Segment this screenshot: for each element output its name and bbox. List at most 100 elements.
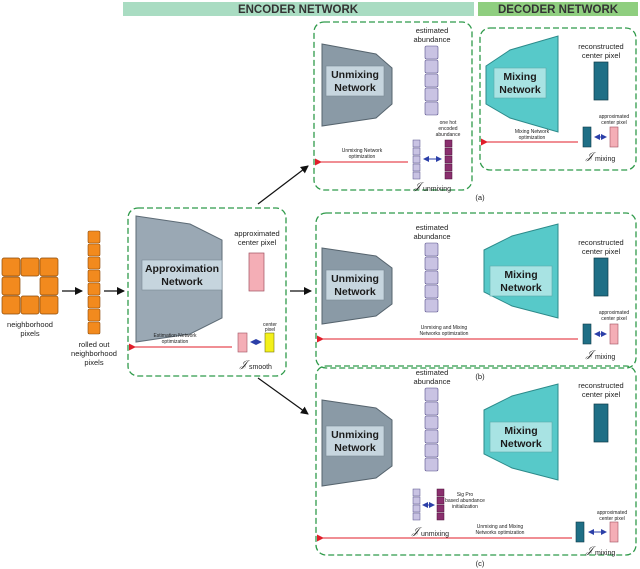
panel-b-unmixing-title-1: Unmixing bbox=[331, 273, 379, 285]
panel-c-sigpro-label-3: initialization bbox=[452, 504, 478, 510]
panel-c-unmixing-title-1: Unmixing bbox=[331, 429, 379, 441]
panel-c-unmixing-label-box bbox=[325, 425, 385, 457]
panel-b-estimated-label-2: abundance bbox=[413, 232, 450, 241]
panel-c-sigpro-column bbox=[436, 488, 445, 521]
panel-c-sigpro-label-1: Sig Pro bbox=[457, 492, 474, 498]
smooth-loss-sub: smooth bbox=[249, 364, 272, 371]
encoder-header-bar bbox=[123, 2, 474, 16]
panel-c-sigpro-label-2: based abundance bbox=[445, 498, 485, 504]
panel-b-recon-small bbox=[582, 323, 592, 345]
panel-c-approx-label-1: approximated bbox=[597, 510, 628, 516]
smooth-pink-pixel bbox=[237, 332, 248, 353]
panel-a-estimated-label-2: abundance bbox=[413, 35, 450, 44]
rolled-label-1: rolled out bbox=[79, 340, 111, 349]
panel-a-unmix-loss-sub: unmixing bbox=[423, 186, 451, 193]
panel-b-abundance-column bbox=[424, 242, 439, 313]
panel-b-unmixing-label-box bbox=[325, 269, 385, 301]
arrow-to-panel-a bbox=[257, 165, 309, 205]
panel-a-encoder-box bbox=[313, 21, 473, 191]
smooth-loss-symbol: 𝒥 bbox=[239, 359, 251, 370]
panel-c-small-abundance bbox=[412, 488, 421, 521]
panel-b-loss-sub: mixing bbox=[595, 354, 615, 361]
panel-a-mixing-title-1: Mixing bbox=[503, 71, 536, 83]
panel-b-mixing-title-2: Network bbox=[500, 282, 542, 294]
estimation-opt-label-1: Estimation Network bbox=[153, 333, 197, 339]
panel-a-mixing-title-2: Network bbox=[499, 84, 541, 96]
panel-b-loss-symbol: 𝒥 bbox=[585, 349, 597, 360]
panel-a-recon-label-2: center pixel bbox=[582, 51, 621, 60]
panel-c-mixing-title-2: Network bbox=[500, 438, 542, 450]
panel-a-unmixing-title-2: Network bbox=[334, 82, 376, 94]
panel-a-mix-opt-label-2: optimization bbox=[519, 135, 546, 141]
neighborhood-pixel-grid bbox=[1, 257, 59, 315]
panel-b-opt-label-1: Unmixing and Mixing bbox=[421, 325, 468, 331]
panel-c-loss-symbol: 𝒥 bbox=[585, 545, 597, 556]
panel-c-approx-label-2: center pixel bbox=[599, 516, 625, 522]
panel-a-mix-recon-small bbox=[582, 126, 592, 148]
approx-center-label-1: approximated bbox=[234, 229, 279, 238]
panel-a-unmix-opt-label-1: Unmixing Network bbox=[342, 148, 383, 154]
panel-a-mix-loss-symbol: 𝒥 bbox=[585, 151, 597, 162]
panel-a-decoder-box bbox=[479, 27, 637, 171]
panel-a-mix-loss-sub: mixing bbox=[595, 156, 615, 163]
panel-c-unmixing-title-2: Network bbox=[334, 442, 376, 454]
panel-b-recon-label-1: reconstructed bbox=[578, 238, 623, 247]
center-yellow-pixel bbox=[264, 332, 275, 353]
estimation-opt-label-2: optimization bbox=[162, 339, 189, 345]
panel-a-approx-label-1: approximated bbox=[599, 114, 630, 120]
center-pixel-label-2: pixel bbox=[265, 327, 275, 333]
center-pixel-label-1: center bbox=[263, 322, 277, 328]
rolled-out-column bbox=[87, 230, 101, 335]
panel-b-caption: (b) bbox=[475, 372, 485, 381]
panel-a-recon-label-1: reconstructed bbox=[578, 42, 623, 51]
panel-c-approx-small bbox=[609, 521, 619, 543]
panel-a-mixing-label-box bbox=[493, 67, 547, 99]
panel-b-mixing-title-1: Mixing bbox=[504, 269, 537, 281]
panel-b-recon-label-2: center pixel bbox=[582, 247, 621, 256]
panel-c-opt-label-2: Networks optimization bbox=[476, 530, 525, 536]
approximation-network-title-2: Network bbox=[161, 276, 203, 288]
panel-b-mixing-label-box bbox=[489, 265, 553, 297]
panel-a-unmix-loss-symbol: 𝒥 bbox=[413, 181, 425, 192]
panel-c-mixing-label-box bbox=[489, 421, 553, 453]
panel-c-recon-label-1: reconstructed bbox=[578, 381, 623, 390]
panel-b-unmixing-title-2: Network bbox=[334, 286, 376, 298]
panel-a-approx-label-2: center pixel bbox=[601, 120, 627, 126]
panel-a-onehot-label-3: abundance bbox=[436, 132, 461, 138]
neighborhood-label-2: pixels bbox=[20, 329, 39, 338]
panel-b-approx-small bbox=[609, 323, 619, 345]
panel-a-small-abundance bbox=[412, 139, 421, 180]
panel-a-onehot-label-1: one hot bbox=[440, 120, 457, 126]
panel-a-mix-opt-label-1: Mixing Network bbox=[515, 129, 550, 135]
neighborhood-label-1: neighborhood bbox=[7, 320, 53, 329]
arrow-to-panel-c bbox=[257, 377, 309, 415]
rolled-label-3: pixels bbox=[84, 358, 103, 367]
panel-c-opt-label-1: Unmixing and Mixing bbox=[477, 524, 524, 530]
panel-c-estimated-label-1: estimated bbox=[416, 368, 449, 377]
panel-c-loss-sub: mixing bbox=[595, 550, 615, 557]
panel-c-recon-small bbox=[575, 521, 585, 543]
panel-a-mix-approx-small bbox=[609, 126, 619, 148]
approximation-box bbox=[127, 207, 287, 377]
panel-a-recon-pixel bbox=[593, 61, 609, 101]
decoder-header-bar bbox=[478, 2, 638, 16]
panel-b-estimated-label-1: estimated bbox=[416, 223, 449, 232]
panel-c-box bbox=[315, 365, 637, 556]
approx-center-label-2: center pixel bbox=[238, 238, 277, 247]
decoder-header-title: DECODER NETWORK bbox=[498, 4, 619, 16]
panel-a-onehot-label-2: encoded bbox=[438, 126, 457, 132]
panel-a-estimated-label-1: estimated bbox=[416, 26, 449, 35]
panel-b-opt-label-2: Networks optimization bbox=[420, 331, 469, 337]
panel-c-unmix-loss-symbol: 𝒥 bbox=[411, 526, 423, 537]
panel-a-onehot-column bbox=[444, 139, 453, 180]
approximation-network-label-box bbox=[141, 259, 223, 291]
panel-c-mixing-title-1: Mixing bbox=[504, 425, 537, 437]
approx-center-pixel bbox=[248, 252, 265, 292]
panel-b-recon-pixel bbox=[593, 257, 609, 297]
panel-b-approx-label-2: center pixel bbox=[601, 316, 627, 322]
panel-a-unmix-opt-label-2: optimization bbox=[349, 154, 376, 160]
panel-a-unmixing-label-box bbox=[325, 65, 385, 97]
encoder-header-title: ENCODER NETWORK bbox=[238, 4, 359, 16]
panel-a-unmixing-title-1: Unmixing bbox=[331, 69, 379, 81]
